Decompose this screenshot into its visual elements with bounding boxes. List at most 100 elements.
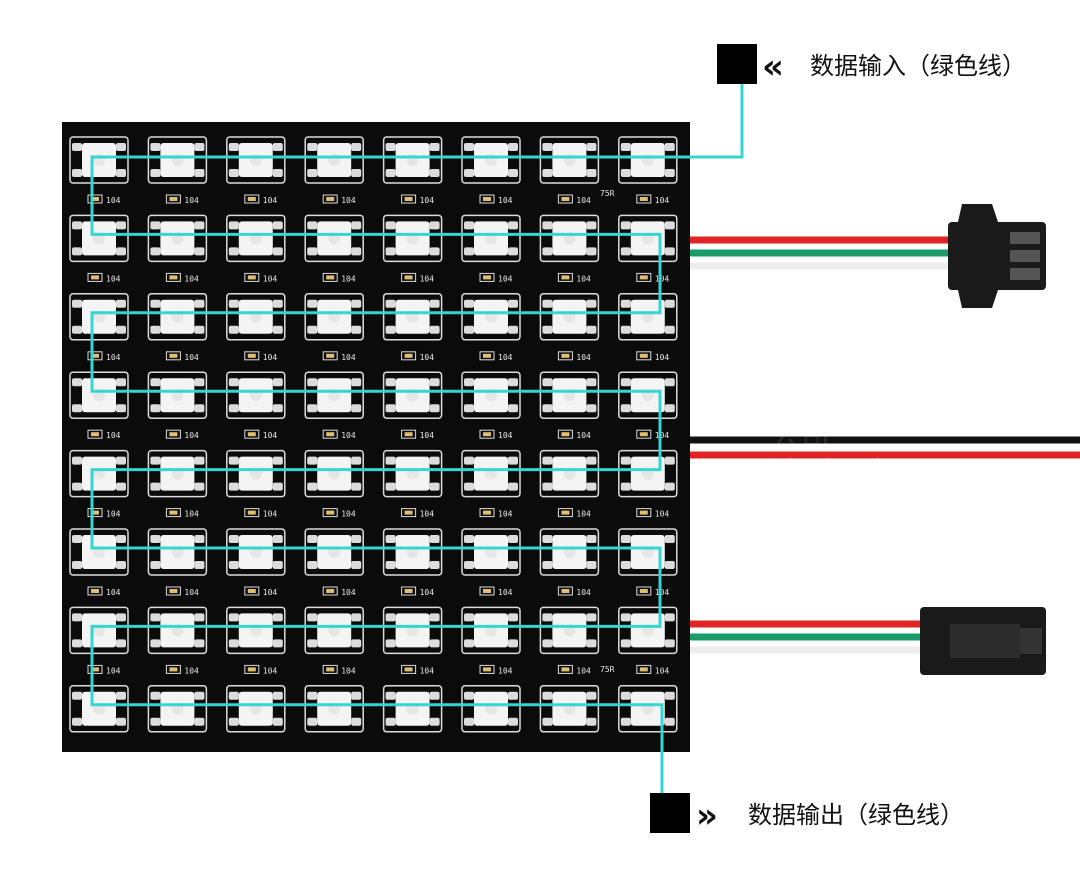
solder-pad	[351, 561, 362, 569]
solder-pad	[586, 456, 597, 465]
led-pad-outline	[69, 214, 129, 263]
solder-pad	[664, 325, 675, 334]
solder-pad	[116, 613, 126, 622]
led-pad-outline	[226, 136, 286, 184]
resistor	[557, 429, 573, 439]
solder-pad	[542, 325, 553, 334]
resistor	[244, 429, 260, 439]
resistor-label: 104	[498, 196, 513, 205]
solder-pad	[385, 717, 396, 726]
led-pad-outline	[539, 293, 600, 341]
solder-pad	[542, 169, 553, 177]
resistor-label: 104	[341, 510, 356, 519]
solder-pad	[508, 378, 518, 387]
resistor-body	[483, 275, 491, 280]
resistor	[401, 508, 417, 518]
solder-pad	[116, 639, 126, 648]
solder-pad	[464, 639, 474, 648]
resistor-label: 104	[420, 196, 435, 205]
solder-pad	[508, 561, 518, 569]
led-pad-outline	[539, 449, 600, 498]
led-pad-outline	[69, 293, 129, 341]
led-cell: 104	[539, 449, 600, 519]
solder-pad	[351, 247, 362, 256]
data-out-text: 数据输出（绿色线）	[748, 801, 964, 829]
led-pad-outline	[226, 371, 286, 419]
resistor	[165, 429, 181, 439]
led-cell: 104	[461, 136, 521, 205]
solder-pad	[385, 325, 396, 334]
capacitor-label: 75R	[600, 665, 615, 674]
led-pad-outline	[69, 371, 129, 419]
solder-pad	[586, 247, 597, 256]
solder-pad	[464, 299, 474, 308]
solder-pad	[429, 143, 440, 151]
led-cell: 104	[304, 528, 364, 597]
solder-pad	[307, 378, 318, 387]
solder-pad	[620, 143, 631, 151]
resistor-body	[483, 510, 491, 515]
solder-pad	[586, 613, 597, 622]
led-cell: 104	[539, 136, 600, 205]
led-cell: 104	[618, 214, 678, 283]
led-pad-outline	[147, 606, 208, 655]
solder-pad	[150, 639, 161, 648]
solder-pad	[620, 378, 631, 387]
solder-pad	[429, 299, 440, 308]
solder-pad	[429, 456, 440, 465]
resistor	[244, 586, 260, 596]
resistor-body	[169, 667, 178, 672]
resistor-body	[639, 432, 648, 437]
resistor	[87, 351, 103, 361]
solder-pad	[228, 639, 239, 648]
solder-pad	[72, 535, 82, 543]
solder-pad	[194, 482, 205, 491]
solder-pad	[351, 613, 362, 622]
led-cell: 104	[147, 528, 208, 597]
solder-pad	[272, 221, 283, 230]
resistor-label: 104	[498, 510, 513, 519]
solder-pad	[351, 325, 362, 334]
led-pad-outline	[304, 371, 364, 419]
resistor-body	[404, 197, 413, 201]
solder-pad	[194, 456, 205, 465]
solder-pad	[351, 717, 362, 726]
resistor	[636, 664, 652, 674]
resistor	[557, 351, 573, 361]
solder-pad	[72, 639, 82, 648]
resistor-body	[561, 275, 570, 280]
resistor-label: 104	[420, 431, 435, 440]
led-pad-outline	[618, 528, 678, 576]
resistor-label: 104	[184, 196, 199, 205]
resistor-body	[169, 432, 178, 437]
solder-pad	[620, 613, 631, 622]
resistor	[322, 194, 338, 204]
solder-pad	[586, 378, 597, 387]
led-cell: 104	[304, 136, 364, 205]
resistor-body	[169, 353, 178, 358]
led-pad-outline	[226, 685, 286, 733]
led-cell: 104	[618, 293, 678, 362]
solder-pad	[307, 482, 318, 491]
solder-pad	[508, 482, 518, 491]
solder-pad	[272, 639, 283, 648]
led-cell: 104	[382, 136, 443, 205]
solder-pad	[542, 482, 553, 491]
resistor-label: 104	[420, 274, 435, 283]
solder-pad	[385, 613, 396, 622]
data-in-marker	[717, 44, 757, 84]
solder-pad	[150, 143, 161, 151]
solder-pad	[72, 404, 82, 413]
led-pad-outline	[461, 528, 521, 576]
solder-pad	[542, 717, 553, 726]
led-pad-outline	[618, 293, 678, 341]
solder-pad	[620, 639, 631, 648]
led-pad-outline	[382, 449, 443, 498]
solder-pad	[116, 717, 126, 726]
solder-pad	[272, 717, 283, 726]
solder-pad	[464, 561, 474, 569]
solder-pad	[508, 639, 518, 648]
resistor-body	[326, 589, 335, 593]
solder-pad	[307, 143, 318, 151]
bottom-connector-wires	[690, 620, 925, 654]
